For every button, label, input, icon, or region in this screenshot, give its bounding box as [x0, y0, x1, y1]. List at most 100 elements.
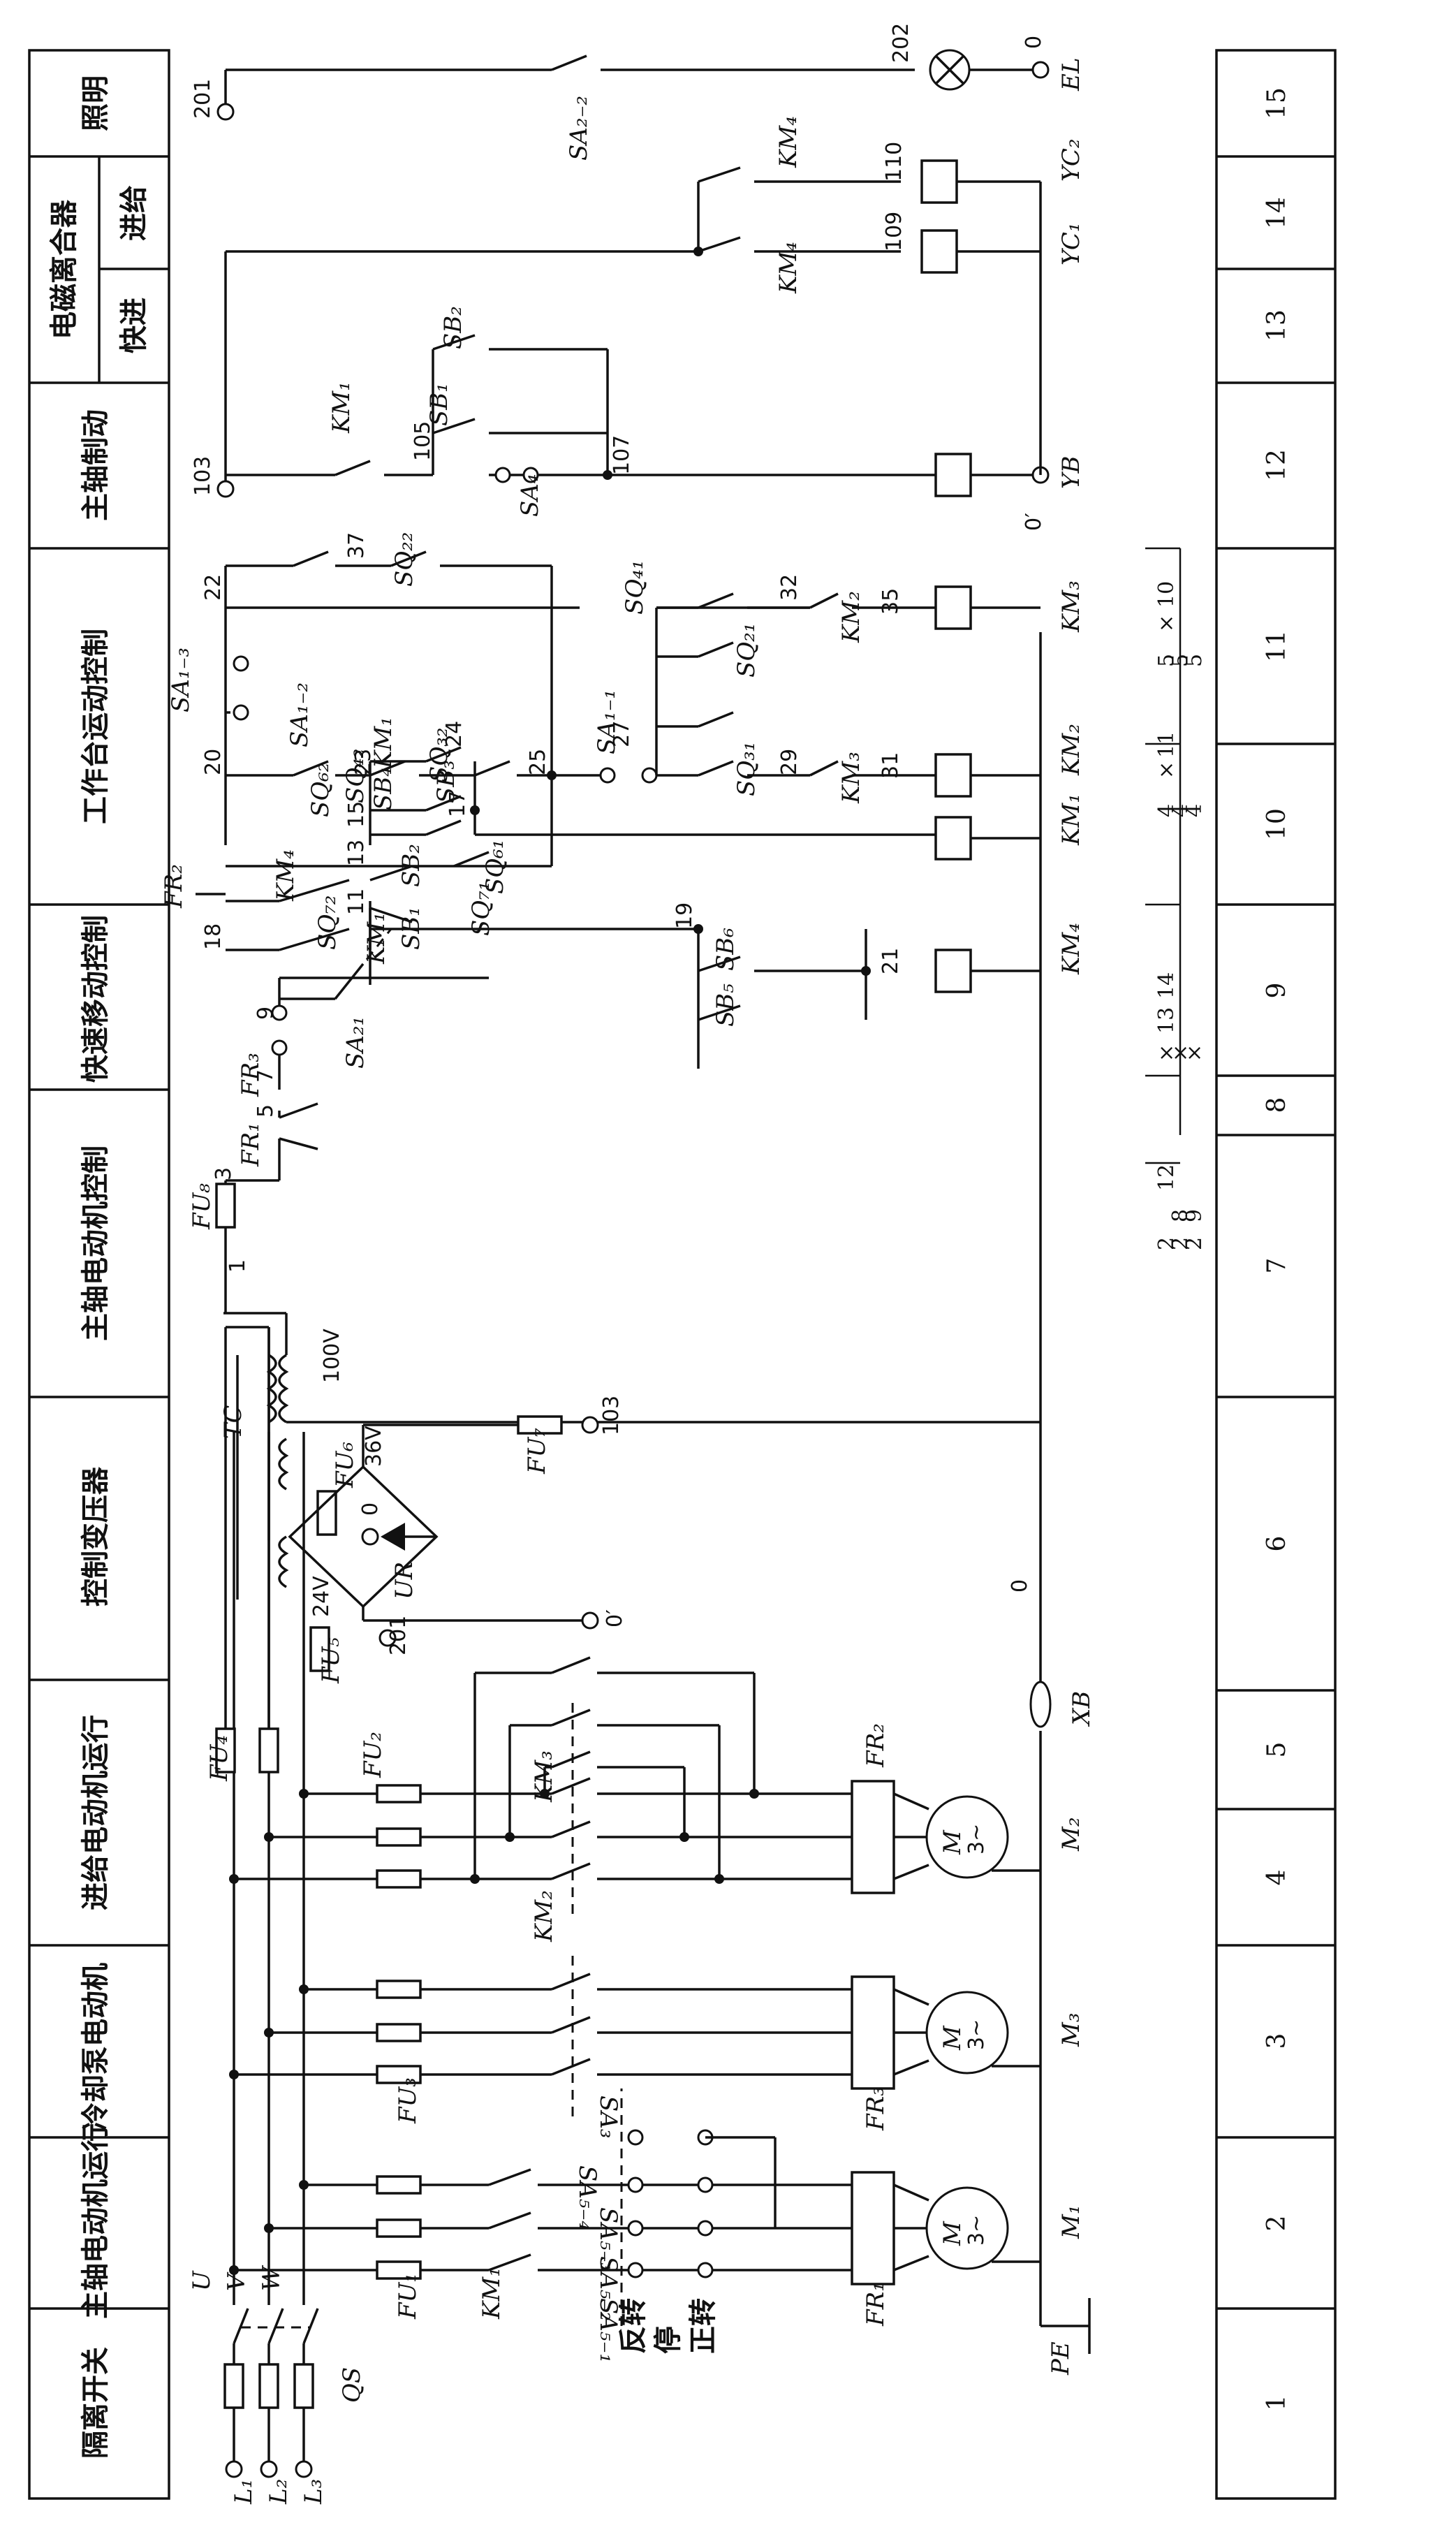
label-sa21: SA₂₁ — [341, 1016, 369, 1069]
motor-m1 — [925, 2186, 1009, 2270]
coil-yc2: YC₂ — [1057, 139, 1085, 182]
node-201: 201 — [191, 79, 215, 119]
header-transformer: 控制变压器 — [80, 1466, 112, 1607]
footer-1: 1 — [1263, 2395, 1291, 2411]
node-27: 27 — [610, 721, 634, 747]
label-km4-yc2: KM₄ — [774, 116, 802, 168]
node-31: 31 — [878, 752, 903, 779]
label-sq41: SQ₄₁ — [621, 560, 649, 615]
motor-m2 — [925, 1795, 1009, 1879]
label-l1: L₁ — [230, 2479, 258, 2505]
node-11: 11 — [344, 888, 369, 915]
label-fu6: FU₆ — [331, 1442, 359, 1488]
terminal-l1 — [225, 2460, 243, 2478]
footer-6: 6 — [1263, 1536, 1291, 1552]
coil-km3: KM₃ — [1057, 580, 1085, 633]
label-fr3-nc: FR₃ — [237, 1053, 265, 1097]
label-fu4: FU₄ — [205, 1735, 233, 1782]
node-32: 32 — [777, 574, 802, 601]
power-circuit: L₁ L₂ L₃ QS U V W — [188, 1432, 1096, 2505]
footer-table — [1215, 49, 1337, 2500]
label-km1-nc-rapid: KM₁ — [362, 912, 390, 965]
control-circuit: FU₈ 3 FR₁ 5 FR₃ 7 SA₂₁ 9 SQ₇₂ SQ₇₁ 11 SB… — [160, 23, 1085, 1422]
connector-xb — [1029, 1681, 1052, 1728]
node-0prime-brake: 0′ — [1022, 513, 1046, 531]
header-isolation-switch: 隔离开关 — [80, 2347, 112, 2459]
ref-11-d: × — [1154, 615, 1179, 632]
label-fu7: FU₇ — [523, 1428, 551, 1475]
ref-8-c: × — [1154, 1044, 1179, 1062]
node-15: 15 — [344, 801, 369, 828]
label-fu8: FU₈ — [188, 1183, 216, 1230]
label-km2-main: KM₂ — [530, 1890, 558, 1943]
node-29: 29 — [777, 749, 802, 775]
header-spindle-brake: 主轴制动 — [80, 409, 112, 521]
ref-11-e: 10 — [1154, 581, 1179, 608]
terminal-l2 — [260, 2460, 278, 2478]
label-km3-main: KM₃ — [530, 1750, 558, 1803]
header-rapid-control: 快速移动控制 — [80, 915, 112, 1083]
footer-15: 15 — [1263, 87, 1291, 119]
label-fr2-nc: FR₂ — [160, 864, 188, 909]
header-labels: 隔离开关 主轴电动机运行 冷却泵电动机 进给电动机运行 控制变压器 主轴电动机控… — [48, 75, 150, 2459]
footer-10: 10 — [1263, 808, 1291, 840]
label-fu2: FU₂ — [359, 1732, 387, 1778]
ref-8-b: × — [1168, 1044, 1193, 1062]
label-sq42: SQ₄₂ — [341, 749, 369, 803]
motor-m1-symbol: M — [939, 2221, 966, 2246]
motor-m1-phase: 3~ — [964, 2215, 989, 2246]
coil-km1: KM₁ — [1057, 793, 1085, 846]
label-km1-nc-brake: KM₁ — [328, 381, 355, 434]
footer-4: 4 — [1263, 1870, 1291, 1886]
ref-11-c: 5 — [1154, 654, 1179, 667]
label-forward: 正转 — [687, 2298, 719, 2354]
node-202: 202 — [889, 23, 913, 63]
label-km4-seal: KM₄ — [272, 849, 300, 902]
ref-8-d: 13 — [1154, 1007, 1179, 1034]
label-fu3: FU₃ — [394, 2077, 422, 2124]
node-22: 22 — [201, 574, 226, 601]
label-node-1: 1 — [226, 1259, 250, 1273]
node-107: 107 — [610, 435, 634, 475]
ref-10-a: 4 — [1182, 804, 1207, 817]
node-0-lamp: 0 — [1022, 36, 1046, 49]
node-9: 9 — [253, 1007, 278, 1020]
ref-11-a: 5 — [1182, 654, 1207, 667]
label-tc: TC — [219, 1405, 247, 1439]
terminal-l3 — [295, 2460, 313, 2478]
label-36v: 36V — [362, 1426, 386, 1467]
label-km3-nc: KM₃ — [837, 752, 865, 804]
header-fast-feed: 快进 — [118, 298, 150, 353]
coil-yb: YB — [1057, 456, 1085, 489]
footer-8: 8 — [1263, 1097, 1291, 1113]
footer-2: 2 — [1263, 2216, 1291, 2232]
footer-labels: 1 2 3 4 5 6 7 8 9 10 11 12 13 14 15 — [1263, 87, 1291, 2410]
label-sb2-brake: SB₂ — [439, 306, 467, 349]
label-sa13: SA₁₋₃ — [167, 648, 195, 712]
ref-8-e: 14 — [1154, 972, 1179, 999]
label-fr1-nc: FR₁ — [237, 1122, 265, 1167]
node-19: 19 — [672, 902, 697, 929]
node-21: 21 — [878, 948, 903, 974]
ref-7-a: 2 — [1182, 1237, 1207, 1250]
motor-m3 — [925, 1991, 1009, 2075]
footer-12: 12 — [1263, 449, 1291, 481]
node-17: 17 — [446, 791, 470, 817]
label-fr3: FR₃ — [862, 2086, 890, 2131]
label-node-201: 201 — [386, 1616, 411, 1655]
label-sa12: SA₁₋₂ — [286, 682, 314, 747]
label-sq62: SQ₆₂ — [307, 763, 334, 817]
node-23: 23 — [351, 749, 376, 775]
label-sq61: SQ₆₁ — [481, 840, 509, 894]
label-fu5: FU₅ — [317, 1637, 345, 1684]
label-sb3: SB₃ — [432, 760, 460, 803]
footer-7: 7 — [1263, 1258, 1291, 1274]
label-sb1-brake: SB₁ — [425, 383, 453, 426]
control-transformer: FU₄ TC 100V 1 36V FU₆ UR FU₇ 103 — [205, 1259, 1042, 1782]
ref-7-f: 12 — [1154, 1164, 1179, 1191]
label-fu1: FU₁ — [394, 2273, 422, 2320]
header-spindle-control: 主轴电动机控制 — [80, 1146, 112, 1341]
ref-10-e: 11 — [1154, 731, 1179, 758]
label-bus-0: 0 — [1008, 1579, 1032, 1593]
